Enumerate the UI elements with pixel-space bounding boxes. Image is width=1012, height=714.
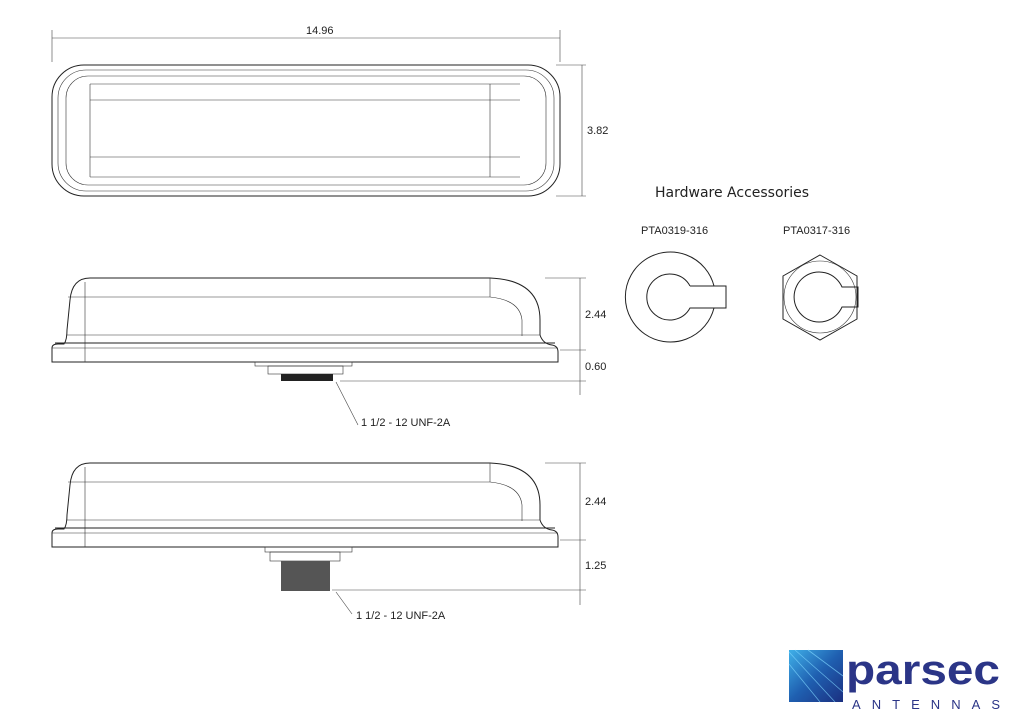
height-dim-label: 3.82 xyxy=(587,125,608,137)
dimension-height: 3.82 xyxy=(556,64,608,197)
parsec-logo: parsec ANTENNAS xyxy=(788,646,1000,712)
c-washer xyxy=(624,251,727,343)
dimension-width: 14.96 xyxy=(51,25,561,62)
dimension-height: 2.44 1.25 xyxy=(332,462,606,605)
side-view-long-connector: 2.44 1.25 1 1/2 - 12 UNF-2A xyxy=(51,462,606,622)
logo-subtitle: ANTENNAS xyxy=(852,697,1000,712)
hex-nut xyxy=(782,254,859,341)
thread-callout: 1 1/2 - 12 UNF-2A xyxy=(356,610,446,622)
part-label: PTA0317-316 xyxy=(783,225,850,237)
connector-dim-label: 0.60 xyxy=(585,361,606,373)
connector-dim-label: 1.25 xyxy=(585,560,606,572)
side-view-short-connector: 2.44 0.60 1 1/2 - 12 UNF-2A xyxy=(51,277,606,429)
dimension-height: 2.44 0.60 xyxy=(340,277,606,395)
part-label: PTA0319-316 xyxy=(641,225,708,237)
thread-callout: 1 1/2 - 12 UNF-2A xyxy=(361,417,451,429)
height-dim-label: 2.44 xyxy=(585,496,606,508)
height-dim-label: 2.44 xyxy=(585,309,606,321)
width-dim-label: 14.96 xyxy=(306,25,334,37)
logo-wordmark: parsec xyxy=(846,646,1000,693)
hardware-title: Hardware Accessories xyxy=(655,185,809,201)
top-view: 14.96 3.82 xyxy=(51,25,608,197)
hardware-accessories: Hardware Accessories PTA0319-316 PTA0317… xyxy=(624,185,859,343)
